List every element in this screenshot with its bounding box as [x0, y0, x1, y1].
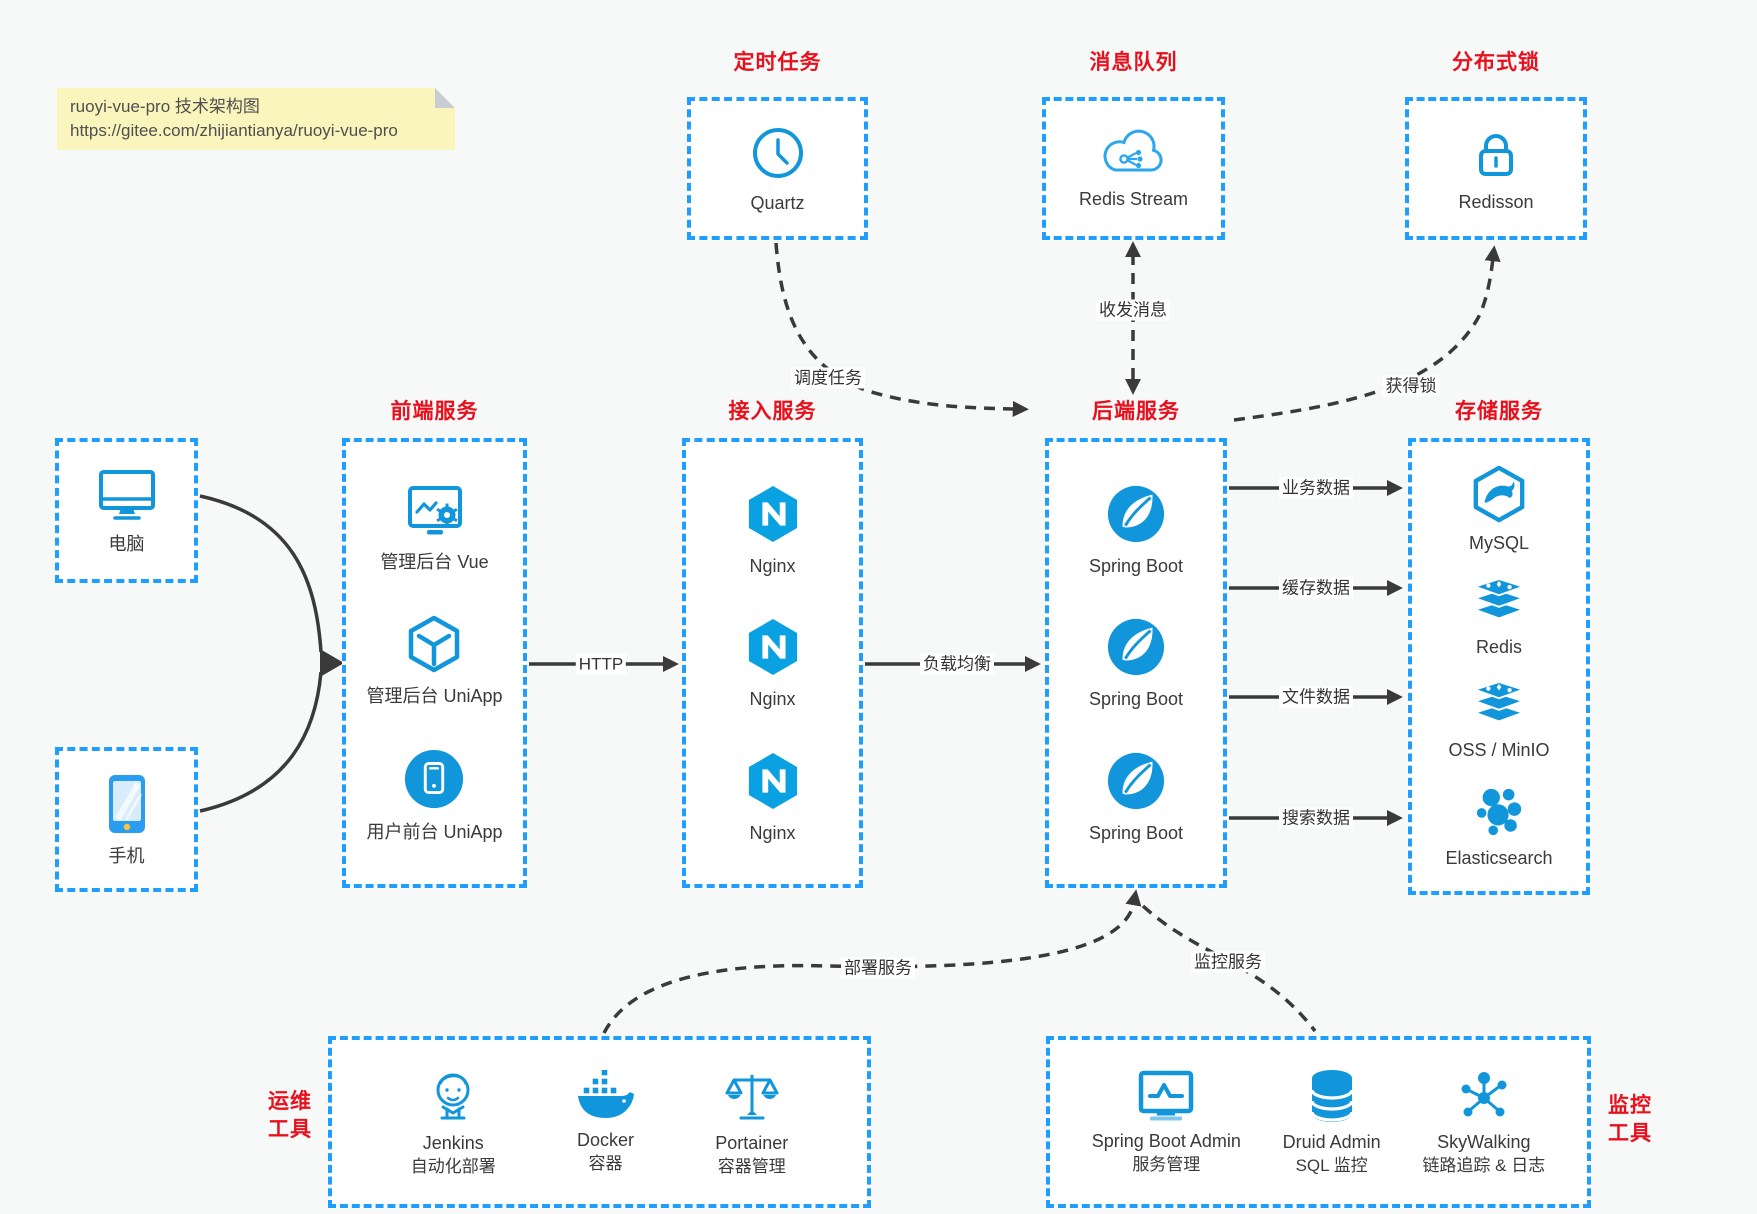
clock-icon — [750, 125, 806, 186]
skywalking-desc: 链路追踪 & 日志 — [1422, 1155, 1546, 1175]
oss-minio-label: OSS / MinIO — [1448, 740, 1550, 761]
column-title-frontend: 前端服务 — [390, 400, 479, 423]
column-title-backend: 后端服务 — [1092, 400, 1180, 423]
mysql-label: MySQL — [1468, 533, 1529, 554]
druid-admin-desc: SQL 监控 — [1295, 1155, 1368, 1175]
spring-boot-icon — [1106, 617, 1166, 682]
spring-boot-admin-icon — [1137, 1069, 1195, 1128]
spring-boot-admin-desc: 服务管理 — [1132, 1154, 1201, 1174]
druid-admin-label: Druid Admin — [1282, 1131, 1381, 1152]
elasticsearch-icon — [1471, 784, 1527, 843]
sticky-note: ruoyi-vue-pro 技术架构图 https://gitee.com/zh… — [57, 88, 455, 150]
nginx-label: Nginx — [749, 555, 796, 576]
spring-boot-admin-label: Spring Boot Admin — [1091, 1130, 1241, 1151]
skywalking-label: SkyWalking — [1437, 1131, 1531, 1152]
note-url: https://gitee.com/zhijiantianya/ruoyi-vu… — [70, 121, 398, 140]
user-uniapp-label: 用户前台 UniApp — [366, 822, 503, 842]
nginx-label: Nginx — [749, 822, 796, 843]
mysql-icon — [1470, 465, 1528, 528]
edge-label-acquire-lock: 获得锁 — [1382, 375, 1440, 397]
docker-desc: 容器 — [588, 1153, 623, 1173]
nginx-icon — [746, 484, 800, 549]
mobile-client-label: 手机 — [108, 845, 145, 866]
edge-label-deploy-service: 部署服务 — [841, 957, 915, 979]
jenkins-desc: 自动化部署 — [410, 1156, 496, 1176]
group-title-scheduled-task: 定时任务 — [733, 51, 822, 74]
pc-client-label: 电脑 — [108, 533, 145, 554]
mobile-icon — [108, 774, 146, 839]
docker-label: Docker — [576, 1129, 634, 1150]
redisson-label: Redisson — [1458, 191, 1534, 212]
spring-boot-icon — [1106, 484, 1166, 549]
group-title-message-queue: 消息队列 — [1089, 51, 1178, 74]
user-uniapp-icon — [403, 748, 465, 815]
portainer-desc: 容器管理 — [717, 1156, 786, 1176]
pc-client-box: 电脑 — [55, 438, 198, 583]
frontend-box: 管理后台 Vue 管理后台 UniApp 用户前台 UniApp — [342, 438, 527, 888]
edge-label-schedule-task: 调度任务 — [791, 367, 865, 389]
ops-tools-box: Jenkins 自动化部署 Docker 容器 — [328, 1036, 871, 1208]
group-title-distributed-lock: 分布式锁 — [1452, 51, 1540, 74]
edge-label-http: HTTP — [575, 653, 627, 675]
elasticsearch-label: Elasticsearch — [1445, 847, 1553, 868]
storage-box: MySQL Redis OSS — [1408, 438, 1590, 895]
lock-icon — [1468, 126, 1524, 185]
oss-minio-stack-icon — [1471, 680, 1527, 735]
admin-vue-icon — [405, 484, 465, 545]
edge-label-monitor-service: 监控服务 — [1191, 951, 1265, 973]
cloud-stream-icon — [1102, 129, 1164, 182]
redis-stack-icon — [1471, 577, 1527, 632]
nginx-label: Nginx — [749, 689, 796, 709]
gear-icon — [435, 503, 458, 527]
portainer-icon — [724, 1067, 780, 1130]
note-fold-corner — [435, 88, 455, 108]
quartz-label: Quartz — [750, 192, 805, 213]
skywalking-icon — [1456, 1068, 1512, 1129]
edge-pc-to-frontend — [199, 494, 323, 653]
nginx-icon — [746, 617, 800, 682]
admin-uniapp-label: 管理后台 UniApp — [366, 686, 503, 706]
spring-boot-label: Spring Boot — [1088, 689, 1184, 709]
jenkins-label: Jenkins — [422, 1132, 484, 1153]
edge-label-search-data: 搜索数据 — [1279, 807, 1353, 829]
backend-box: Spring Boot Spring Boot Spring Boot — [1045, 438, 1227, 888]
monitoring-tools-title: 监控 工具 — [1608, 1094, 1652, 1145]
jenkins-icon — [426, 1067, 480, 1130]
ops-tools-title: 运维 工具 — [268, 1090, 312, 1141]
desktop-icon — [95, 468, 159, 527]
edge-label-file-data: 文件数据 — [1279, 686, 1353, 708]
redis-stream-box: Redis Stream — [1042, 97, 1225, 240]
nginx-icon — [746, 751, 800, 816]
uniapp-cube-icon — [404, 614, 464, 679]
gateway-box: Nginx Nginx Nginx — [682, 438, 863, 888]
edge-label-send-receive-message: 收发消息 — [1096, 299, 1170, 321]
spring-boot-label: Spring Boot — [1088, 555, 1184, 576]
portainer-label: Portainer — [715, 1132, 789, 1153]
mobile-client-box: 手机 — [55, 747, 198, 892]
monitoring-tools-box: Spring Boot Admin 服务管理 Druid Admin SQL 监… — [1046, 1036, 1591, 1208]
spring-boot-label: Spring Boot — [1088, 822, 1184, 843]
column-title-gateway: 接入服务 — [728, 400, 817, 423]
redis-label: Redis — [1475, 636, 1523, 657]
redisson-box: Redisson — [1405, 97, 1587, 240]
edge-phone-to-frontend — [199, 671, 323, 813]
admin-vue-label: 管理后台 Vue — [380, 552, 489, 572]
edge-label-load-balance: 负载均衡 — [920, 653, 994, 675]
column-title-storage: 存储服务 — [1455, 400, 1543, 423]
edge-label-business-data: 业务数据 — [1279, 477, 1353, 499]
spring-boot-icon — [1106, 751, 1166, 816]
druid-database-icon — [1306, 1068, 1358, 1129]
quartz-box: Quartz — [687, 97, 868, 240]
client-converge-arrowhead — [320, 649, 344, 677]
redis-stream-label: Redis Stream — [1078, 188, 1189, 209]
note-title: ruoyi-vue-pro 技术架构图 — [70, 97, 260, 116]
edge-label-cache-data: 缓存数据 — [1279, 577, 1353, 599]
docker-icon — [574, 1067, 636, 1127]
